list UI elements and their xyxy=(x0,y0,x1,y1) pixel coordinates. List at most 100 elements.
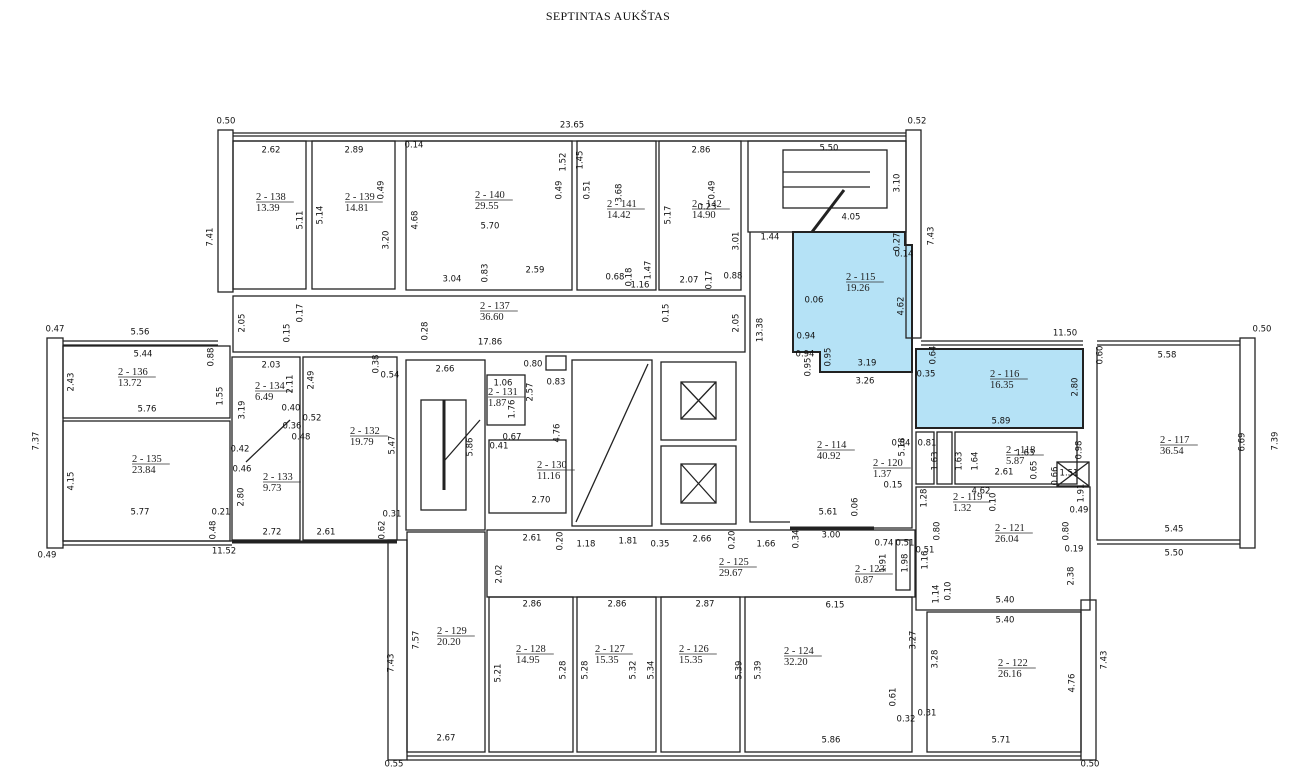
dimension-label: 0.40 xyxy=(282,404,301,414)
room-area: 16.35 xyxy=(990,380,1014,391)
room-area: 14.95 xyxy=(516,655,540,666)
dimension-label: 11.50 xyxy=(1053,329,1077,339)
stair-central xyxy=(405,359,486,531)
dimension-label: 3.10 xyxy=(893,174,903,193)
dimension-label: 0.14 xyxy=(405,141,424,151)
room-number: 2 - 121 xyxy=(995,523,1025,534)
dimension-label: 0.23 xyxy=(698,203,717,213)
dimension-label: 2.66 xyxy=(693,535,712,545)
dimension-label: 0.94 xyxy=(797,332,816,342)
dimension-label: 0.94 xyxy=(796,350,815,360)
dimension-label: 2.86 xyxy=(523,600,542,610)
dimension-label: 5.34 xyxy=(647,661,657,680)
dimension-label: 13.38 xyxy=(756,318,766,342)
dimension-label: 4.76 xyxy=(553,424,563,443)
dimension-label: 5.17 xyxy=(664,206,674,225)
dimension-label: 0.31 xyxy=(383,510,402,520)
room-number: 2 - 136 xyxy=(118,367,148,378)
dimension-label: 1.63 xyxy=(955,452,965,471)
dimension-label: 7.43 xyxy=(387,654,397,673)
room-number: 2 - 122 xyxy=(998,658,1028,669)
dimension-label: 0.51 xyxy=(916,546,935,556)
dimension-label: 0.81 xyxy=(918,439,937,449)
dimension-label: 2.67 xyxy=(437,734,456,744)
dimension-label: 0.49 xyxy=(708,181,718,200)
room-area: 14.90 xyxy=(692,210,716,221)
dimension-label: 2.02 xyxy=(495,565,505,584)
dimension-label: 5.61 xyxy=(819,508,838,518)
dimension-label: 1.63 xyxy=(1016,449,1035,459)
dimension-label: 1.16 xyxy=(631,281,650,291)
dimension-label: 5.70 xyxy=(481,222,500,232)
dimension-label: 0.35 xyxy=(917,370,936,380)
dimension-label: 0.60 xyxy=(1096,346,1106,365)
room-area: 6.49 xyxy=(255,392,273,403)
dimension-label: 2.80 xyxy=(1071,378,1081,397)
room-area: 19.26 xyxy=(846,283,870,294)
dimension-label: 0.62 xyxy=(378,521,388,540)
room-area: 13.39 xyxy=(256,203,280,214)
dimension-label: 2.11 xyxy=(286,375,296,394)
dimension-label: 0.51 xyxy=(583,181,593,200)
dimension-label: 0.15 xyxy=(662,304,672,323)
dimension-label: 3.27 xyxy=(909,631,919,650)
dimension-label: 0.74 xyxy=(875,539,894,549)
room-area: 15.35 xyxy=(595,655,619,666)
room-number: 2 - 125 xyxy=(719,557,749,568)
room-number: 2 - 135 xyxy=(132,454,162,465)
dimension-label: 3.01 xyxy=(732,232,742,251)
room-number: 2 - 141 xyxy=(607,199,637,210)
dimension-label: 3.19 xyxy=(238,401,248,420)
dimension-label: 2.61 xyxy=(317,528,336,538)
room-area: 32.20 xyxy=(784,657,808,668)
dimension-label: 2.62 xyxy=(262,146,281,156)
dimension-label: 0.54 xyxy=(381,371,400,381)
room-area: 5.87 xyxy=(1006,456,1024,467)
dimension-label: 23.65 xyxy=(560,121,584,131)
dimension-label: 2.66 xyxy=(436,365,455,375)
room-number: 2 - 137 xyxy=(480,301,510,312)
dimension-label: 7.43 xyxy=(927,227,937,246)
dimension-label: 5.21 xyxy=(494,664,504,683)
dimension-label: 3.28 xyxy=(931,650,941,669)
dimension-label: 0.66 xyxy=(1051,467,1061,486)
room-area: 26.16 xyxy=(998,669,1022,680)
dimension-label: 3.00 xyxy=(822,531,841,541)
dimension-label: 5.86 xyxy=(466,438,476,457)
dimension-label: 5.28 xyxy=(581,661,591,680)
dimension-label: 7.41 xyxy=(206,228,216,247)
dimension-label: 7.39 xyxy=(1271,432,1281,451)
dimension-label: 5.44 xyxy=(134,350,153,360)
dimension-label: 2.61 xyxy=(995,468,1014,478)
dimension-label: 0.98 xyxy=(1075,441,1085,460)
dimension-label: 5.71 xyxy=(992,736,1011,746)
dimension-label: 5.47 xyxy=(388,436,398,455)
dimension-label: 2.59 xyxy=(526,266,545,276)
room-number: 2 - 126 xyxy=(679,644,709,655)
dimension-label: 5.56 xyxy=(131,328,150,338)
dimension-label: 3.19 xyxy=(858,359,877,369)
dimension-label: 5.89 xyxy=(992,417,1011,427)
room-number: 2 - 123 xyxy=(855,564,885,575)
dimension-label: 1.91 xyxy=(879,554,889,573)
dimension-label: 0.80 xyxy=(1062,522,1072,541)
dimension-label: 0.15 xyxy=(884,481,903,491)
dimension-label: 0.48 xyxy=(292,433,311,443)
dimension-label: 0.80 xyxy=(933,522,943,541)
dimension-label: 1.28 xyxy=(920,489,930,508)
